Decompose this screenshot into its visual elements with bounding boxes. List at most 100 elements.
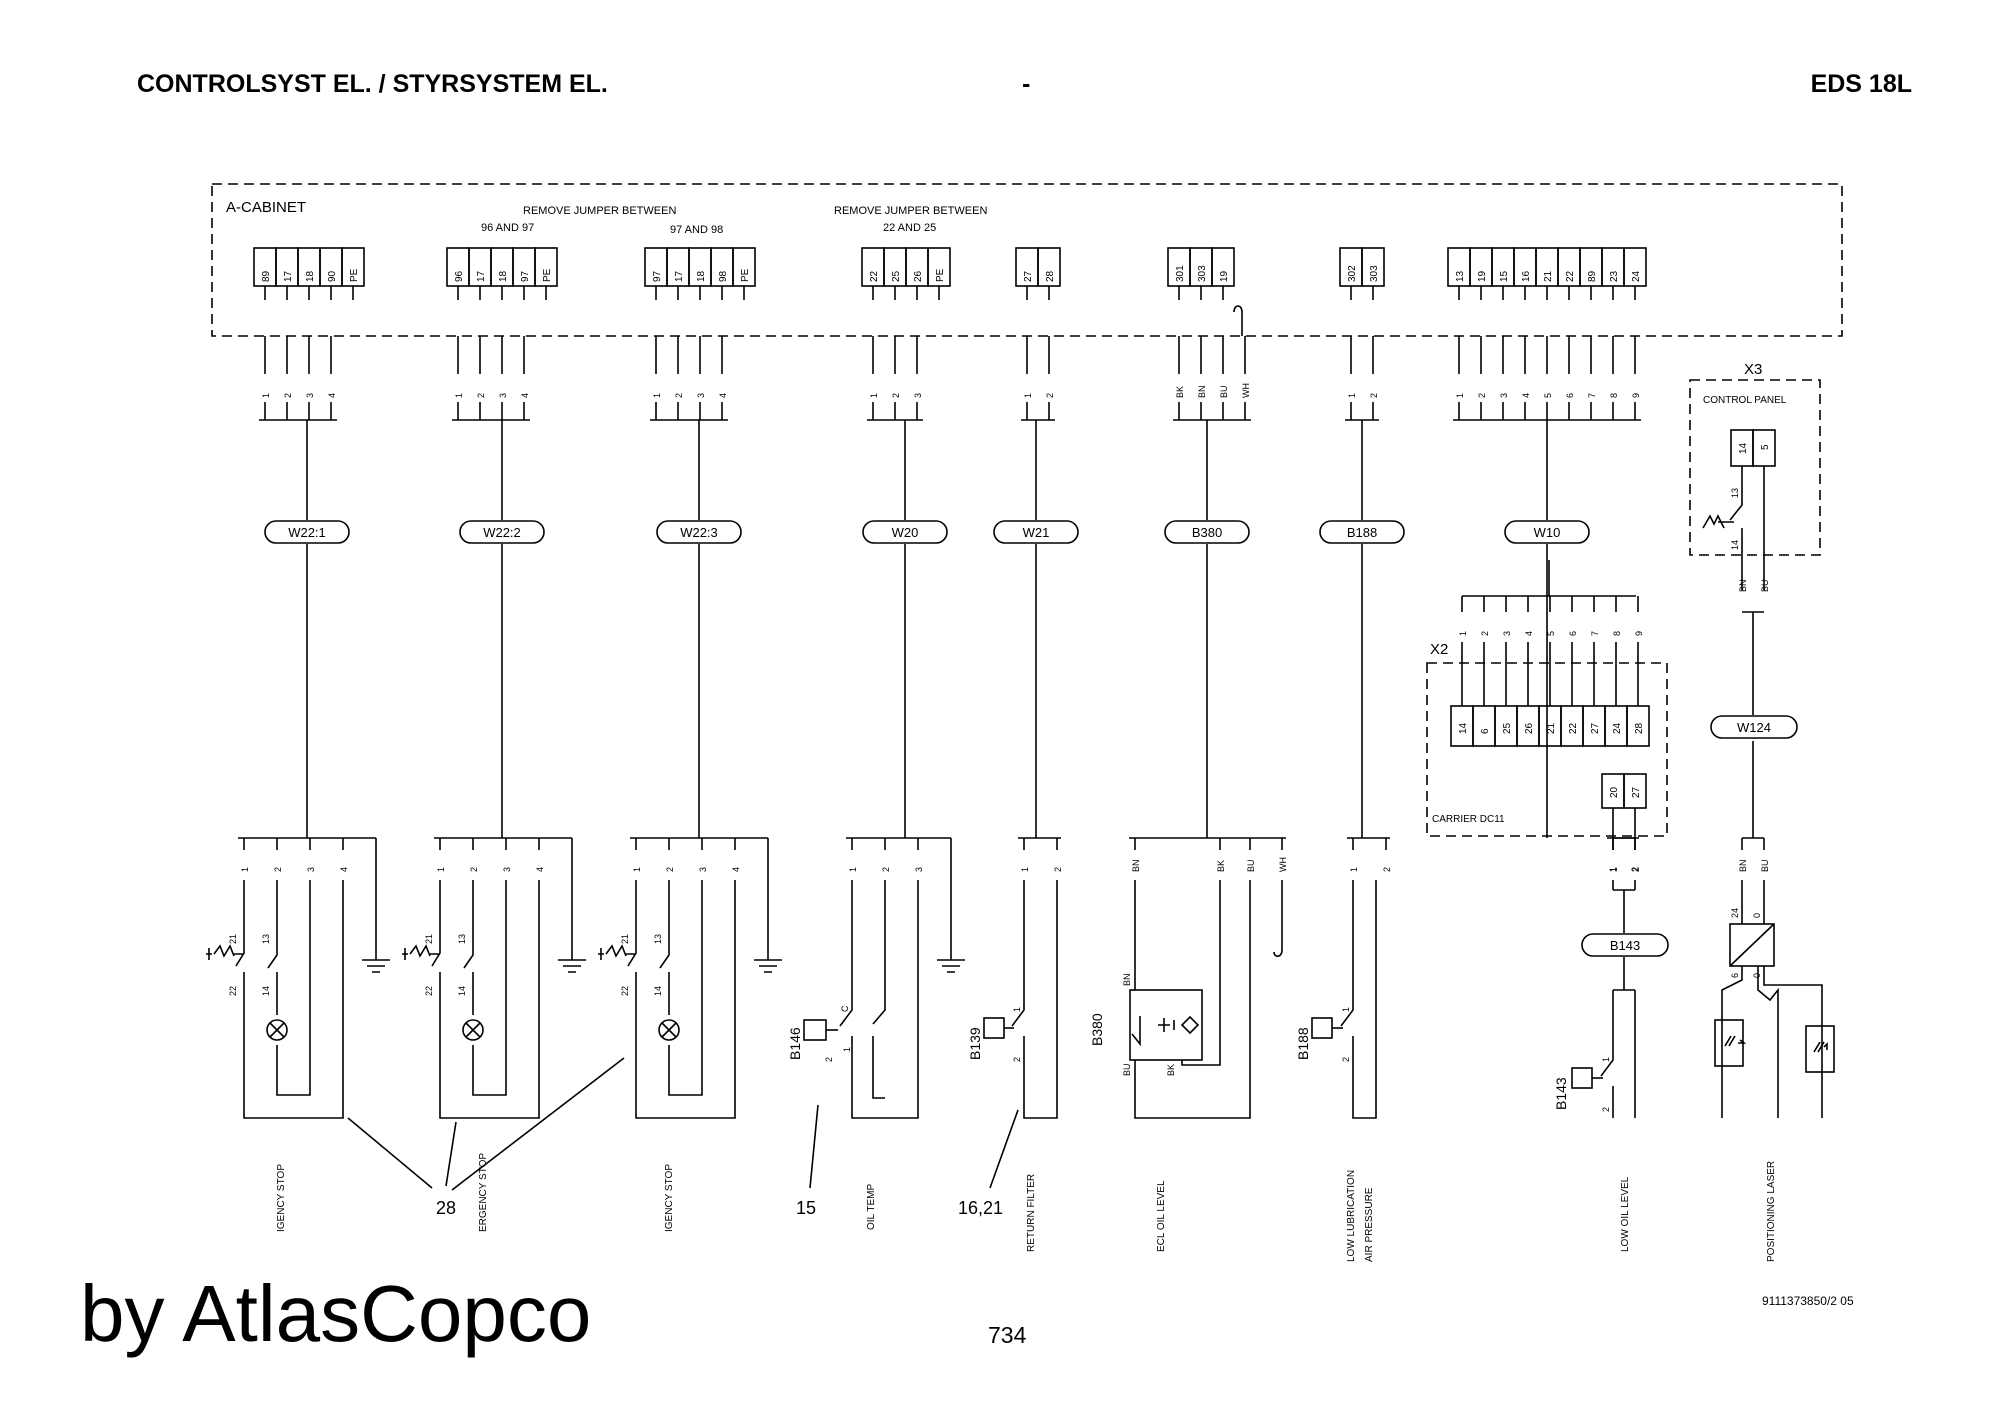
lower-wire-7-0: 1: [1609, 867, 1619, 872]
terminal-label-2-1: 17: [674, 270, 685, 282]
callout-16-21: 16,21: [958, 1198, 1003, 1218]
terminal-label-4-0: 27: [1023, 270, 1034, 282]
b380-pin-bn: BN: [1122, 973, 1132, 986]
callout-28: 28: [436, 1198, 456, 1218]
page-number: 734: [988, 1322, 1027, 1348]
terminal-label-0-2: 18: [305, 270, 316, 282]
control-panel-ref: X3: [1744, 361, 1762, 378]
b139-ref: B139: [967, 1027, 983, 1060]
b146-pin-1: 1: [842, 1047, 852, 1052]
upper-wire-7-8: 9: [1631, 393, 1641, 398]
b143-ref: B143: [1553, 1077, 1569, 1110]
cable-label-0: [264, 520, 350, 544]
terminal-label-7-4: 21: [1543, 270, 1554, 282]
lower-wire-1-3: 4: [535, 867, 545, 872]
header-right-title: EDS 18L: [1810, 70, 1912, 98]
estop-actuator-icon-2: [402, 944, 440, 960]
lower-wire-3-0: 1: [848, 867, 858, 872]
estop-2-c21: 21: [620, 934, 630, 944]
cable-label-1: [459, 520, 545, 544]
upper-wire-0-3: 4: [327, 393, 337, 398]
lower-wire-2-3: 4: [731, 867, 741, 872]
b146-pin-2: 2: [824, 1057, 834, 1062]
function-label-8: LOW OIL LEVEL: [1620, 1176, 1631, 1252]
carrier-label: CARRIER DC11: [1432, 814, 1505, 825]
carrier-wire-no-4: 5: [1546, 631, 1556, 636]
terminal-label-1-3: 97: [520, 270, 531, 282]
carrier-wire-no-8: 9: [1634, 631, 1644, 636]
header-center: -: [1022, 70, 1031, 98]
b380-ref: B380: [1089, 1013, 1105, 1046]
pressure-sensor-icon-b139: [983, 1017, 1005, 1039]
lower-wire-0-2: 3: [306, 867, 316, 872]
b146-ref: B146: [787, 1027, 803, 1060]
b188-pin-2: 2: [1341, 1057, 1351, 1062]
terminal-label-1-0: 96: [454, 270, 465, 282]
cable-w124-text: W124: [1737, 720, 1771, 735]
upper-wire-5-1: BN: [1197, 385, 1207, 398]
terminal-label-6-0: 302: [1347, 265, 1358, 282]
function-label-1: ERGENCY STOP: [478, 1153, 489, 1232]
lamp-icon-2: [462, 1019, 484, 1041]
cp-terminal-1: 14: [1738, 442, 1749, 454]
lower-wire-8-0: BN: [1738, 859, 1748, 872]
terminal-label-2-0: 97: [652, 270, 663, 282]
cabinet-label: A-CABINET: [226, 199, 306, 216]
estop-1-c22: 22: [424, 986, 434, 996]
callouts: 28 15 16,21: [347, 1057, 1019, 1218]
terminal-label-0-3: 90: [327, 270, 338, 282]
terminal-label-7-2: 15: [1499, 270, 1510, 282]
terminal-label-7-0: 13: [1455, 270, 1466, 282]
terminal-label-4-1: 28: [1045, 270, 1056, 282]
cable-label-w124: [1710, 715, 1798, 739]
cable-label-text-7: W10: [1534, 525, 1561, 540]
b143-pin-2: 2: [1601, 1107, 1611, 1112]
carrier-wire-no-6: 7: [1590, 631, 1600, 636]
lower-wire-2-1: 2: [665, 867, 675, 872]
cable-label-text-2: W22:3: [680, 525, 718, 540]
lower-wire-5-3: WH: [1278, 857, 1288, 872]
estop-actuator-icon-1: [206, 944, 244, 960]
upper-wire-2-3: 4: [718, 393, 728, 398]
laser-pin-24: 24: [1730, 908, 1740, 918]
estop-1-c21: 21: [424, 934, 434, 944]
terminal-label-2-4: PE: [740, 268, 751, 282]
jumper-note-2-line2: 22 AND 25: [883, 222, 936, 234]
control-panel-frame: [1689, 379, 1821, 556]
lower-wire-5-2: BU: [1246, 859, 1256, 872]
lower-wire-3-2: 3: [914, 867, 924, 872]
lamp-icon-3: [658, 1019, 680, 1041]
laser-pin-6: 6: [1730, 973, 1740, 978]
carrier-terminal-1: [1472, 705, 1496, 747]
upper-wire-6-1: 2: [1369, 393, 1379, 398]
laser-receiver-icon: [1805, 1025, 1835, 1073]
carrier-wire-no-7: 8: [1612, 631, 1622, 636]
estop-0-c21: 21: [228, 934, 238, 944]
cable-label-2: [656, 520, 742, 544]
document-code: 9111373850/2 05: [1762, 1294, 1854, 1308]
estop-1-c13: 13: [457, 934, 467, 944]
carrier-terminal-label-8: 28: [1634, 722, 1645, 734]
carrier-ref: X2: [1430, 641, 1448, 658]
estop-2-c22: 22: [620, 986, 630, 996]
upper-wire-2-2: 3: [696, 393, 706, 398]
lower-wire-8-1: BU: [1760, 859, 1770, 872]
upper-wire-1-3: 4: [520, 393, 530, 398]
b139-pin-2: 2: [1012, 1057, 1022, 1062]
terminal-label-6-1: 303: [1369, 265, 1380, 282]
upper-wire-7-1: 2: [1477, 393, 1487, 398]
upper-wire-7-0: 1: [1455, 393, 1465, 398]
cable-label-text-6: B188: [1347, 525, 1377, 540]
upper-wire-5-3: WH: [1241, 383, 1251, 398]
lower-wire-2-2: 3: [698, 867, 708, 872]
control-panel-label: CONTROL PANEL: [1703, 395, 1787, 406]
terminal-label-5-1: 303: [1197, 265, 1208, 282]
upper-wire-0-0: 1: [261, 393, 271, 398]
carrier-lower-terminal-1: 20: [1609, 786, 1620, 798]
